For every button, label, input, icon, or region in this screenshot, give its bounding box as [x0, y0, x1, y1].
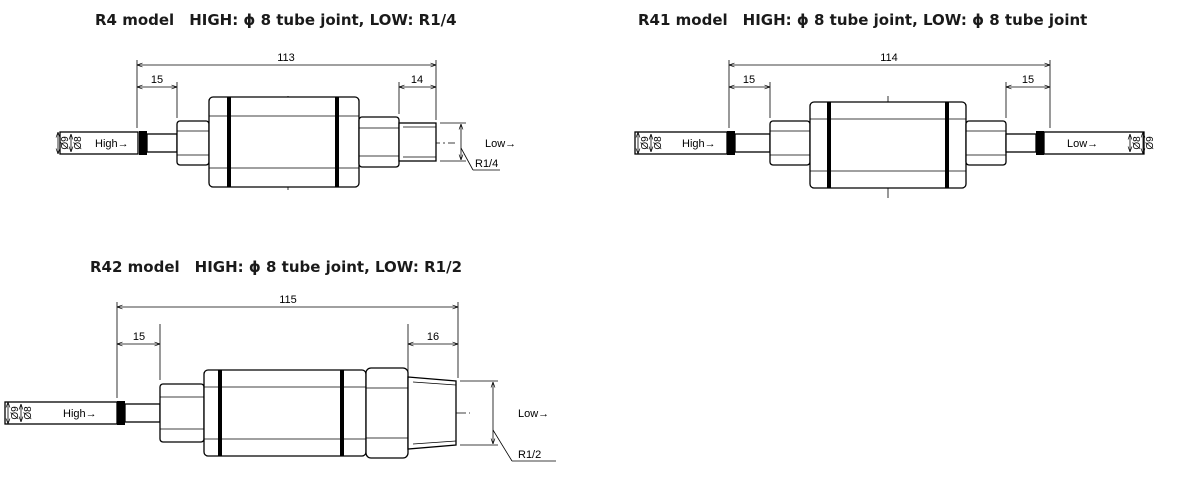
r41-left-dim: 15 [743, 74, 755, 86]
r4-tube-band [139, 131, 147, 155]
r42-dia-outer: Ø9 [10, 406, 21, 420]
r41-overall-dim: 114 [880, 52, 898, 64]
r4-panel: R4 model HIGH: ϕ 8 tube joint, LOW: R1/4 [0, 0, 600, 230]
r42-low-label: Low→ [518, 408, 549, 420]
r41-high-label: High→ [682, 138, 716, 150]
r4-left-nut [176, 120, 210, 166]
r4-drawing: 113 15 14 High→ Low→ R1/4 Ø9 Ø8 [0, 52, 516, 190]
r42-high-tube [4, 401, 118, 425]
r42-left-dim: 15 [133, 331, 145, 343]
r42-thread [407, 376, 457, 450]
r42-left-nut [159, 383, 205, 443]
r42-thread-label: R1/2 [518, 449, 541, 461]
r42-drawing: 115 15 16 High→ Low→ R1/2 Ø9 Ø8 [4, 294, 556, 462]
r42-right-nut [365, 367, 409, 459]
r4-dia-outer: Ø9 [60, 136, 71, 150]
r41-dia-outer: Ø9 [640, 136, 651, 150]
r42-right-dim: 16 [427, 331, 439, 343]
r41-right-dim: 15 [1022, 74, 1034, 86]
r41-low-label: Low→ [1067, 138, 1098, 150]
r4-right-nut [358, 116, 400, 168]
r42-high-label: High→ [63, 408, 97, 420]
r4-thread [398, 122, 437, 162]
r4-right-dim: 14 [411, 74, 423, 86]
r42-title: R42 model HIGH: ϕ 8 tube joint, LOW: R1/… [90, 258, 463, 276]
r41-drawing: 114 15 15 High→ Low→ Ø9 Ø8 Ø8 Ø9 [634, 52, 1156, 200]
r4-left-dim: 15 [151, 74, 163, 86]
r41-left-nut [769, 120, 811, 166]
r41-main-body [809, 101, 967, 189]
r4-low-label: Low→ [485, 138, 516, 150]
r4-dia-inner: Ø8 [73, 136, 84, 150]
r41-right-nut [965, 120, 1007, 166]
r4-high-label: High→ [95, 138, 129, 150]
r41-title: R41 model HIGH: ϕ 8 tube joint, LOW: ϕ 8… [638, 11, 1088, 29]
r4-overall-dim: 113 [277, 52, 295, 64]
r41-dia-inner: Ø8 [653, 136, 664, 150]
r4-thread-label: R1/4 [475, 158, 498, 170]
r41-dia-outer-right: Ø9 [1145, 136, 1156, 150]
r4-tube-neck [146, 133, 178, 153]
r4-title: R4 model HIGH: ϕ 8 tube joint, LOW: R1/4 [95, 11, 457, 29]
r41-dia-inner-right: Ø8 [1132, 136, 1143, 150]
r42-overall-dim: 115 [279, 294, 297, 306]
r42-panel: R42 model HIGH: ϕ 8 tube joint, LOW: R1/… [0, 240, 600, 490]
r42-dia-inner: Ø8 [23, 406, 34, 420]
r41-panel: R41 model HIGH: ϕ 8 tube joint, LOW: ϕ 8… [600, 0, 1200, 230]
